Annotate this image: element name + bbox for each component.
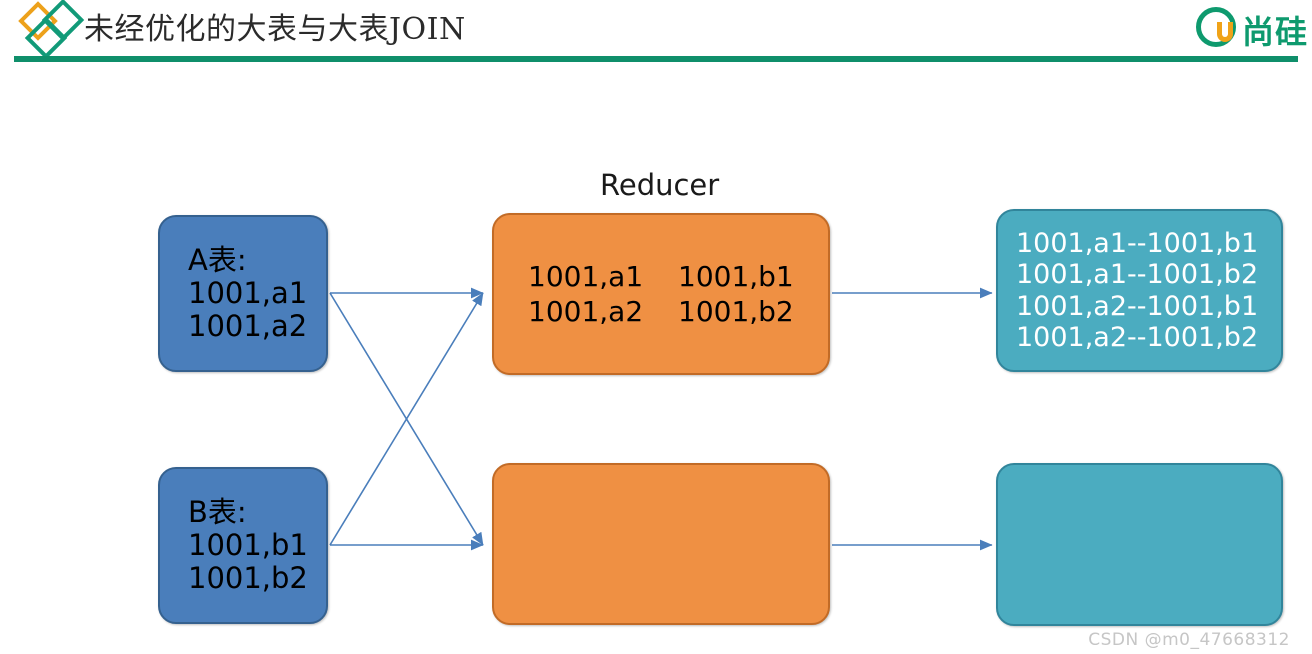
- reducer-top-row-1: 1001,a2 1001,b2: [494, 294, 828, 329]
- table-a-line-1: 1001,a1: [188, 276, 308, 311]
- brand-u-icon: [1217, 22, 1233, 42]
- brand-circle-icon: [1196, 7, 1236, 47]
- table-a-box[interactable]: A表: 1001,a1 1001,a2: [158, 215, 328, 372]
- reducer-bottom-box[interactable]: [492, 463, 830, 625]
- table-b-line-1: 1001,b1: [188, 528, 308, 563]
- reducer-label: Reducer: [600, 168, 720, 202]
- result-top-line-3: 1001,a2--1001,b2: [1016, 321, 1259, 353]
- page-header: 未经优化的大表与大表JOIN 尚硅: [0, 0, 1312, 63]
- table-b-line-0: B表:: [188, 495, 247, 530]
- result-top-line-1: 1001,a1--1001,b2: [1016, 259, 1259, 291]
- reducer-top-row-0: 1001,a1 1001,b1: [494, 259, 828, 294]
- reducer-top-box[interactable]: 1001,a1 1001,b1 1001,a2 1001,b2: [492, 213, 830, 375]
- table-a-line-0: A表:: [188, 243, 247, 278]
- result-top-box[interactable]: 1001,a1--1001,b1 1001,a1--1001,b2 1001,a…: [996, 209, 1283, 372]
- brand-name: 尚硅: [1242, 13, 1309, 51]
- header-divider: [14, 56, 1298, 62]
- brand-logo: 尚硅: [1192, 3, 1312, 53]
- arrow-a-to-reducer-bottom: [329, 292, 484, 546]
- reducer-top-cell-b1: 1001,b1: [678, 260, 794, 293]
- arrow-b-to-reducer-top: [329, 292, 484, 546]
- table-a-line-2: 1001,a2: [188, 308, 308, 343]
- diamonds-logo-icon: [18, 0, 90, 60]
- reducer-top-cell-a1: 1001,a1: [528, 260, 644, 293]
- watermark: CSDN @m0_47668312: [1088, 630, 1290, 650]
- page-title: 未经优化的大表与大表JOIN: [84, 12, 466, 47]
- result-top-line-0: 1001,a1--1001,b1: [1016, 227, 1259, 259]
- result-bottom-box[interactable]: [996, 463, 1283, 626]
- result-top-line-2: 1001,a2--1001,b1: [1016, 290, 1259, 322]
- reducer-top-cell-a2: 1001,a2: [528, 295, 644, 328]
- reducer-top-cell-b2: 1001,b2: [678, 295, 794, 328]
- table-b-line-2: 1001,b2: [188, 560, 308, 595]
- join-flow-diagram: Reducer A表: 1001,a1 1001,a2 B表: 1001,b1 …: [0, 63, 1312, 654]
- table-b-box[interactable]: B表: 1001,b1 1001,b2: [158, 467, 328, 624]
